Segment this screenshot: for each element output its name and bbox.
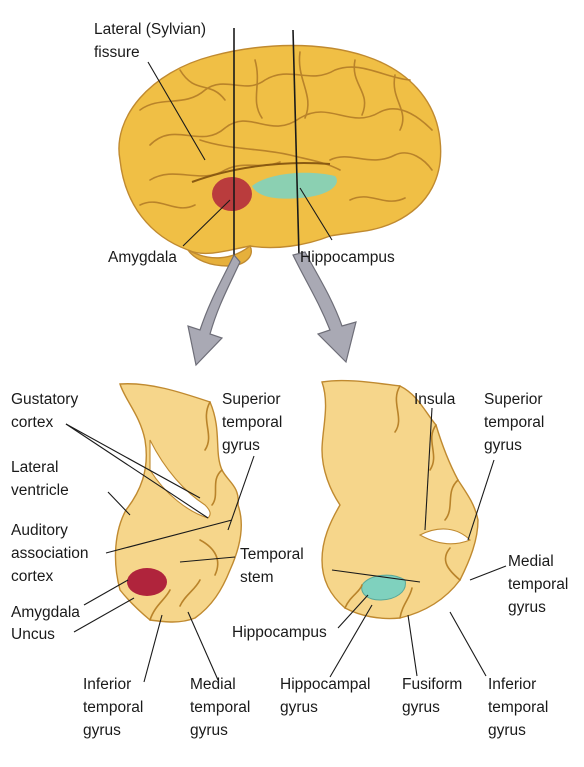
amygdala-highlight-left — [127, 568, 167, 596]
label-lateral-fissure-2: fissure — [94, 44, 140, 61]
label-medial-temporal-left-1: Medial — [190, 676, 236, 693]
label-medial-temporal-right-3: gyrus — [508, 599, 546, 616]
label-auditory-3: cortex — [11, 568, 53, 585]
label-inferior-temporal-left-3: gyrus — [83, 722, 121, 739]
label-inferior-temporal-right-2: temporal — [488, 699, 548, 716]
label-insula: Insula — [414, 391, 456, 408]
hippocampus-highlight-top — [252, 172, 337, 199]
leader-lines — [65, 61, 507, 683]
label-medial-temporal-left-3: gyrus — [190, 722, 228, 739]
label-medial-temporal-left-2: temporal — [190, 699, 250, 716]
label-gustatory-2: cortex — [11, 414, 53, 431]
brain-gyri-lines — [139, 51, 433, 209]
label-lateral-ventricle-2: ventricle — [11, 482, 69, 499]
label-inferior-temporal-right-3: gyrus — [488, 722, 526, 739]
hippocampus-highlight-right — [361, 574, 406, 601]
label-superior-temporal-left-3: gyrus — [222, 437, 260, 454]
label-temporal-stem-1: Temporal — [240, 546, 304, 563]
label-auditory-2: association — [11, 545, 89, 562]
label-hippocampal-gyrus-2: gyrus — [280, 699, 318, 716]
label-superior-temporal-left-2: temporal — [222, 414, 282, 431]
label-gustatory-1: Gustatory — [11, 391, 78, 408]
label-inferior-temporal-right-1: Inferior — [488, 676, 536, 693]
label-superior-temporal-right-1: Superior — [484, 391, 543, 408]
amygdala-highlight-top — [212, 177, 252, 211]
label-inferior-temporal-left-1: Inferior — [83, 676, 131, 693]
arrow-to-right-section — [292, 251, 357, 364]
label-fusiform-gyrus-2: gyrus — [402, 699, 440, 716]
label-hippocampus-right: Hippocampus — [232, 624, 327, 641]
label-lateral-fissure-1: Lateral (Sylvian) — [94, 21, 206, 38]
label-lateral-ventricle-1: Lateral — [11, 459, 58, 476]
arrow-to-left-section — [187, 253, 241, 367]
label-medial-temporal-right-2: temporal — [508, 576, 568, 593]
sylvian-fissure-line — [191, 161, 331, 183]
coronal-section-left — [114, 383, 242, 623]
label-amygdala-top: Amygdala — [108, 249, 177, 266]
label-temporal-stem-2: stem — [240, 569, 274, 586]
section-line-right — [292, 29, 300, 257]
label-auditory-1: Auditory — [11, 522, 68, 539]
label-amygdala-left: Amygdala — [11, 604, 80, 621]
label-superior-temporal-right-2: temporal — [484, 414, 544, 431]
label-superior-temporal-right-3: gyrus — [484, 437, 522, 454]
label-superior-temporal-left-1: Superior — [222, 391, 281, 408]
labels: Lateral (Sylvian) fissure Amygdala Hippo… — [11, 21, 568, 739]
label-hippocampus-top: Hippocampus — [300, 249, 395, 266]
label-medial-temporal-right-1: Medial — [508, 553, 554, 570]
label-inferior-temporal-left-2: temporal — [83, 699, 143, 716]
label-uncus: Uncus — [11, 626, 55, 643]
brain-lateral-view — [118, 28, 442, 267]
label-hippocampal-gyrus-1: Hippocampal — [280, 676, 370, 693]
coronal-section-right — [321, 379, 479, 620]
label-fusiform-gyrus-1: Fusiform — [402, 676, 462, 693]
